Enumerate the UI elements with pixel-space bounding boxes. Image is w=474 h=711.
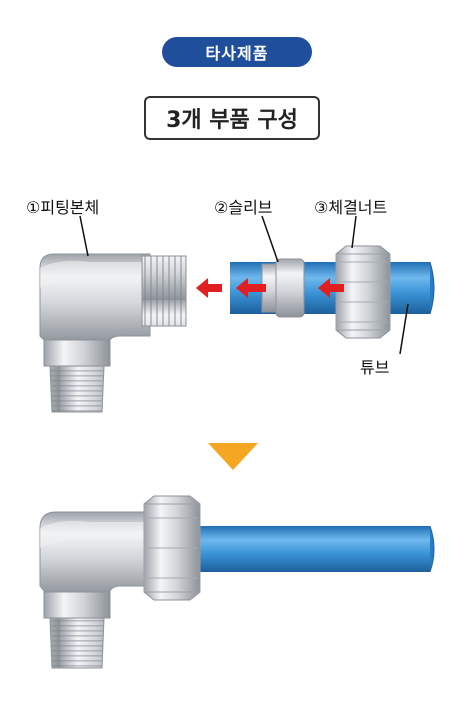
brand-badge: 타사제품: [162, 37, 312, 67]
fitting-body-exploded: [39, 253, 187, 413]
tube-assembled: [196, 525, 435, 573]
label-sleeve: ②슬리브: [214, 198, 273, 217]
leader-line-tube: [399, 303, 409, 355]
label-fitting-body: ①피팅본체: [26, 198, 100, 217]
title-box: 3개 부품 구성: [144, 96, 320, 140]
down-arrow-icon: [208, 443, 258, 470]
leader-line-sleeve: [261, 215, 279, 263]
insert-arrow-3: [318, 278, 344, 298]
leader-line-nut: [351, 215, 357, 249]
label-tube: 튜브: [360, 358, 390, 377]
nut-part: [335, 245, 391, 339]
insert-arrow-1: [196, 278, 222, 298]
leader-line-body: [79, 215, 89, 257]
sleeve-part: [261, 258, 305, 318]
label-nut: ③체결너트: [314, 198, 388, 217]
fitting-assembled: [39, 495, 201, 669]
badge-label: 타사제품: [205, 44, 269, 63]
title-text: 3개 부품 구성: [166, 108, 298, 133]
insert-arrow-2: [236, 278, 266, 298]
